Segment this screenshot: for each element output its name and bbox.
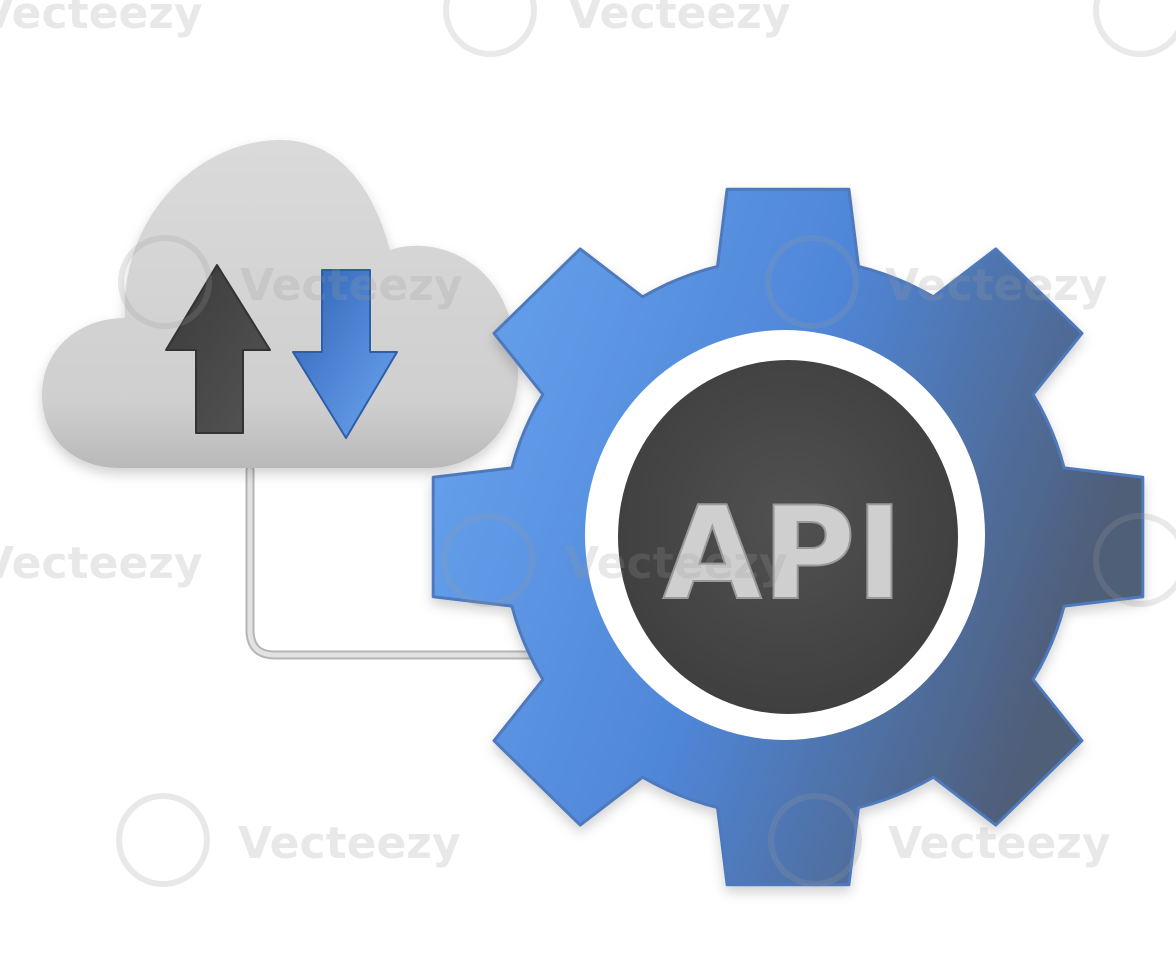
watermark-logo: Vecteezy: [116, 793, 461, 887]
watermark-layer: Vecteezy Vecteezy Vecteezy Vecteezy Vect…: [0, 0, 1176, 887]
watermark-logo: Vecteezy: [441, 513, 788, 607]
watermark-text: Vecteezy: [888, 818, 1111, 869]
watermark-text: Vecteezy: [238, 818, 461, 869]
api-label: API: [663, 480, 904, 629]
watermark-text: Vecteezy: [885, 260, 1108, 311]
watermark-logo: Vecteezy: [765, 235, 1108, 329]
watermark-logo: Vecteezy: [768, 793, 1111, 887]
watermark-text: Vecteezy: [568, 0, 791, 39]
watermark-text: Vecteezy: [565, 538, 788, 589]
watermark-logo: [1093, 513, 1176, 607]
watermark-logo: Vecteezy: [0, 0, 203, 39]
download-arrow-icon: [292, 269, 398, 439]
api-badge: API: [585, 330, 985, 740]
watermark-logo: Vecteezy: [0, 538, 203, 589]
cloud-icon: [42, 140, 518, 468]
watermark-logo: Vecteezy: [443, 0, 791, 57]
watermark-logo: [1093, 0, 1176, 57]
watermark-text: Vecteezy: [0, 0, 203, 39]
upload-arrow-icon: [165, 264, 271, 434]
connector-line: [245, 465, 565, 660]
watermark-logo: Vecteezy: [118, 235, 463, 329]
watermark-text: Vecteezy: [0, 538, 203, 589]
watermark-text: Vecteezy: [240, 260, 463, 311]
